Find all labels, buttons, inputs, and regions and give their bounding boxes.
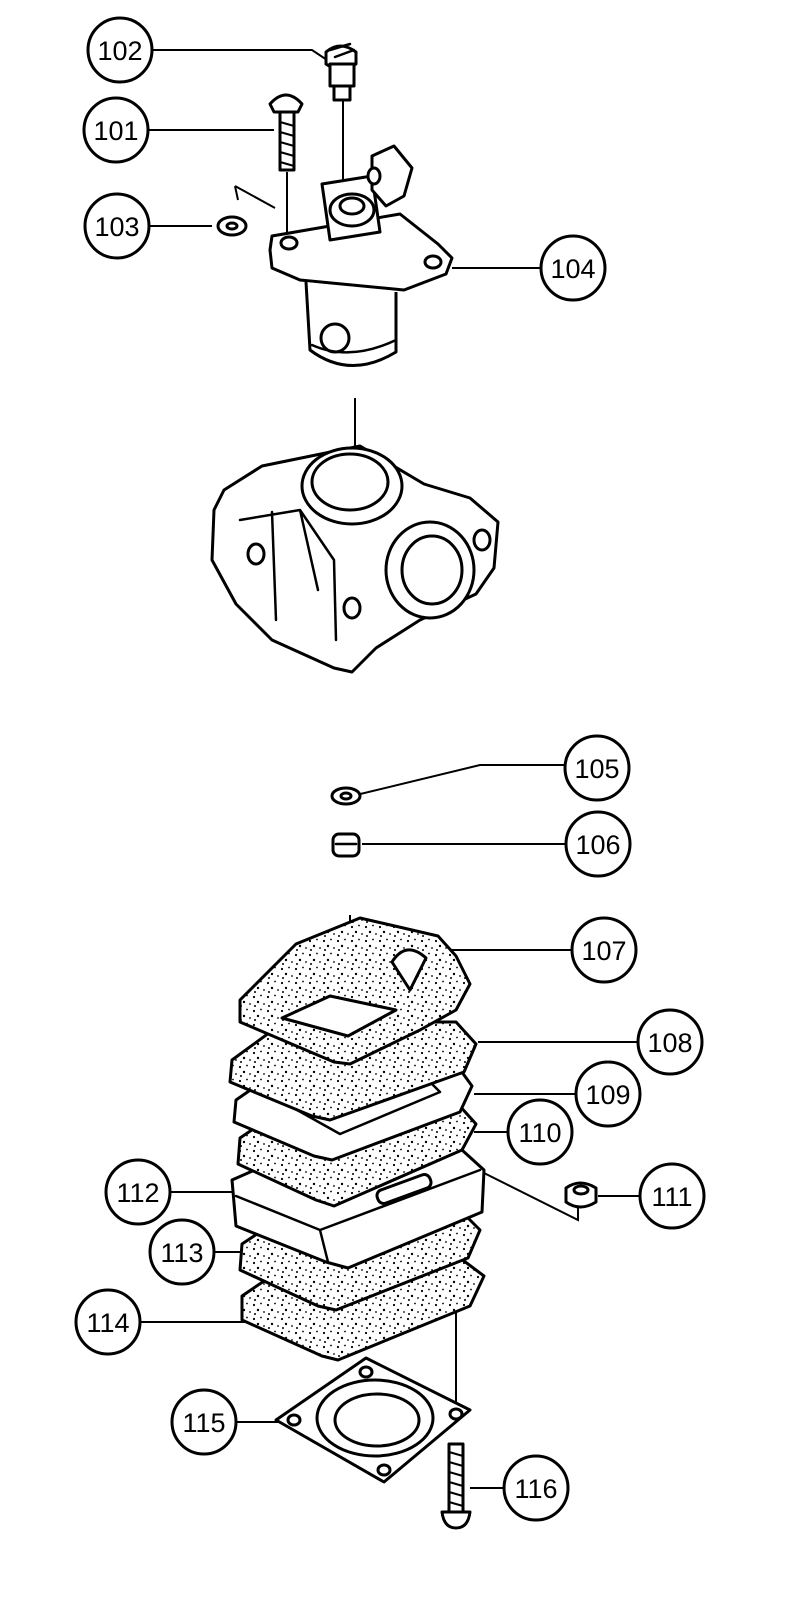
part-101-screw xyxy=(268,93,304,172)
part-105-washer xyxy=(330,786,362,806)
leader-105 xyxy=(351,764,565,797)
callout-104: 104 xyxy=(539,234,607,302)
leader-102 xyxy=(152,49,331,63)
callout-label: 114 xyxy=(86,1308,129,1338)
part-116-screw xyxy=(440,1442,472,1530)
callout-108: 108 xyxy=(636,1008,704,1076)
carburetor-body xyxy=(210,444,500,674)
part-111-nut xyxy=(564,1181,598,1209)
callout-label: 116 xyxy=(514,1474,557,1504)
callout-107: 107 xyxy=(570,916,638,984)
callout-102: 102 xyxy=(86,16,154,84)
callout-label: 108 xyxy=(647,1028,692,1058)
callout-label: 103 xyxy=(94,212,139,242)
callout-115: 115 xyxy=(170,1388,238,1456)
callout-113: 113 xyxy=(148,1218,216,1286)
callout-label: 104 xyxy=(550,254,595,284)
callout-116: 116 xyxy=(502,1454,570,1522)
callout-114: 114 xyxy=(74,1288,142,1356)
callout-106: 106 xyxy=(564,810,632,878)
callout-112: 112 xyxy=(104,1158,172,1226)
gasket-stack xyxy=(228,916,486,1362)
callout-label: 105 xyxy=(574,754,619,784)
callout-label: 107 xyxy=(581,936,626,966)
callout-110: 110 xyxy=(506,1098,574,1166)
callout-label: 113 xyxy=(160,1238,203,1268)
callout-111: 111 xyxy=(638,1162,706,1230)
callout-label: 101 xyxy=(93,116,138,146)
leader-111 xyxy=(481,1171,640,1222)
callout-label: 112 xyxy=(116,1178,159,1208)
callout-101: 101 xyxy=(82,96,150,164)
part-104-upper-housing xyxy=(268,144,454,367)
callout-label: 102 xyxy=(97,36,142,66)
part-115-cover xyxy=(274,1356,472,1484)
callout-label: 110 xyxy=(518,1118,561,1148)
callout-103: 103 xyxy=(83,192,151,260)
leader-103-hook xyxy=(234,185,276,209)
callout-label: 109 xyxy=(585,1080,630,1110)
part-102-slotted-screw xyxy=(324,42,358,102)
part-103-washer xyxy=(216,215,248,237)
callout-label: 106 xyxy=(575,830,620,860)
callout-105: 105 xyxy=(563,734,631,802)
callout-label: 111 xyxy=(651,1182,692,1212)
callout-label: 115 xyxy=(182,1408,225,1438)
callout-109: 109 xyxy=(574,1060,642,1128)
part-106-jet xyxy=(331,832,361,858)
